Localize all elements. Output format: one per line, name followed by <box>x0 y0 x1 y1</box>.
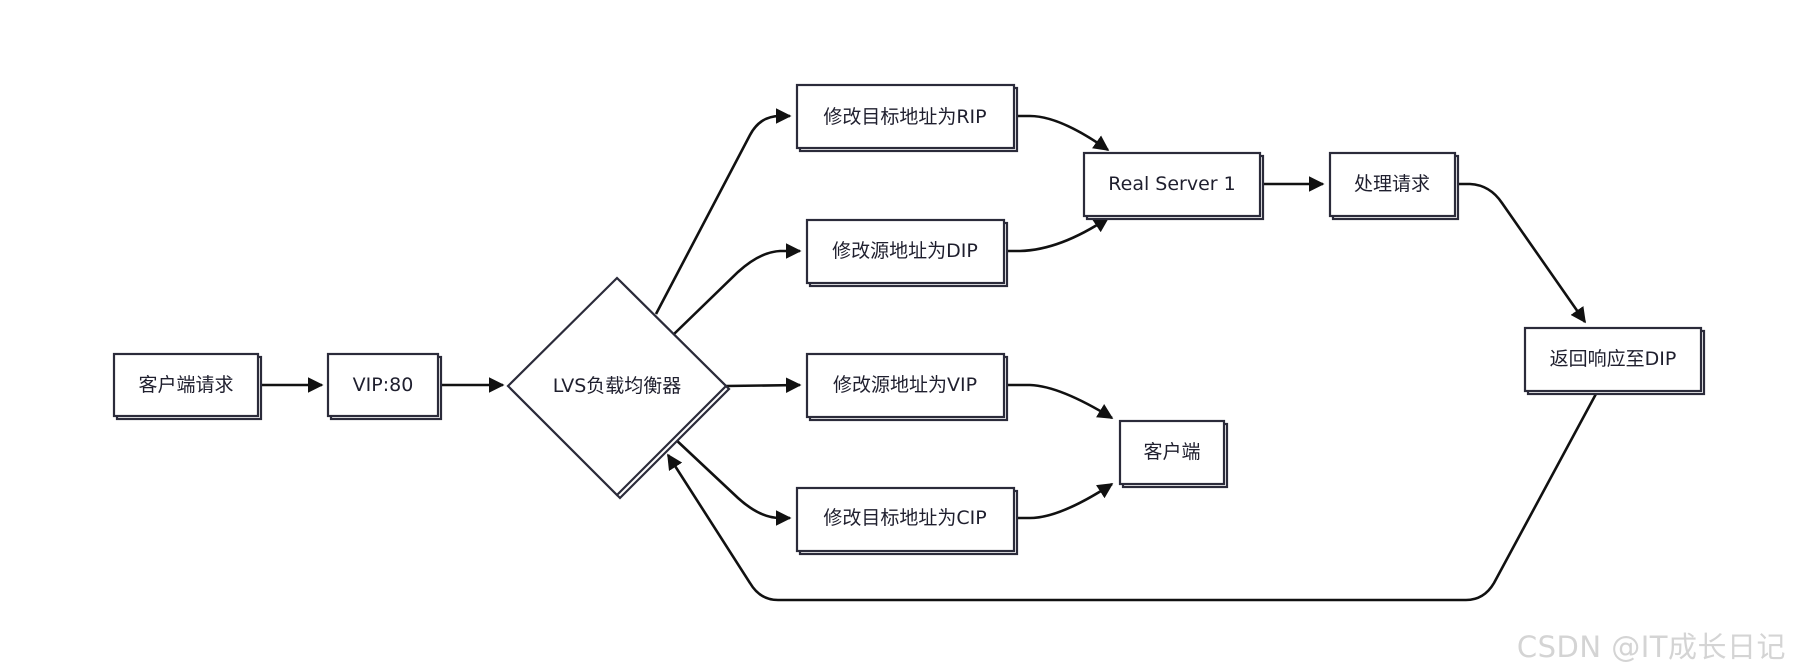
node-vip-label: VIP:80 <box>353 374 414 396</box>
edge-process-to-return-dip <box>1455 182 1587 324</box>
node-modify-dest-rip: 修改目标地址为RIP <box>795 83 1019 153</box>
edge-modify-src-dip-to-real-server <box>1004 216 1110 253</box>
node-client-request-label: 客户端请求 <box>138 374 233 396</box>
node-return-to-dip-label: 返回响应至DIP <box>1550 348 1677 370</box>
node-process-request-label: 处理请求 <box>1354 173 1430 195</box>
node-modify-dest-cip: 修改目标地址为CIP <box>795 486 1019 556</box>
edge-modify-dest-rip-to-real-server <box>1014 114 1110 152</box>
node-lvs-load-balancer: LVS负载均衡器 <box>506 276 731 500</box>
node-modify-src-dip: 修改源地址为DIP <box>805 218 1009 288</box>
node-real-server-1: Real Server 1 <box>1082 151 1265 221</box>
node-vip: VIP:80 <box>326 352 443 421</box>
edge-lvs-to-modify-dest-cip <box>673 437 792 526</box>
node-lvs-label: LVS负载均衡器 <box>553 375 682 397</box>
edges <box>258 108 1599 602</box>
edge-modify-dest-cip-to-client <box>1014 482 1114 520</box>
node-client-request: 客户端请求 <box>112 352 263 421</box>
watermark-text: CSDN @IT成长日记 <box>1516 630 1786 664</box>
node-process-request: 处理请求 <box>1328 151 1460 221</box>
node-modify-src-vip: 修改源地址为VIP <box>805 352 1009 422</box>
edge-lvs-to-modify-dest-rip <box>654 108 792 315</box>
node-modify-dest-rip-label: 修改目标地址为RIP <box>823 106 986 128</box>
node-modify-src-vip-label: 修改源地址为VIP <box>833 374 977 396</box>
edge-lvs-to-modify-src-vip <box>725 377 802 393</box>
node-modify-src-dip-label: 修改源地址为DIP <box>832 240 978 262</box>
node-real-server-label: Real Server 1 <box>1108 173 1235 195</box>
node-modify-dest-cip-label: 修改目标地址为CIP <box>823 507 986 529</box>
edge-return-dip-to-lvs <box>666 391 1599 602</box>
node-return-to-dip: 返回响应至DIP <box>1523 326 1706 396</box>
edge-lvs-to-modify-src-dip <box>673 243 802 335</box>
node-client-label: 客户端 <box>1143 441 1200 463</box>
node-client: 客户端 <box>1118 419 1229 489</box>
edge-modify-src-vip-to-client <box>1004 383 1114 420</box>
